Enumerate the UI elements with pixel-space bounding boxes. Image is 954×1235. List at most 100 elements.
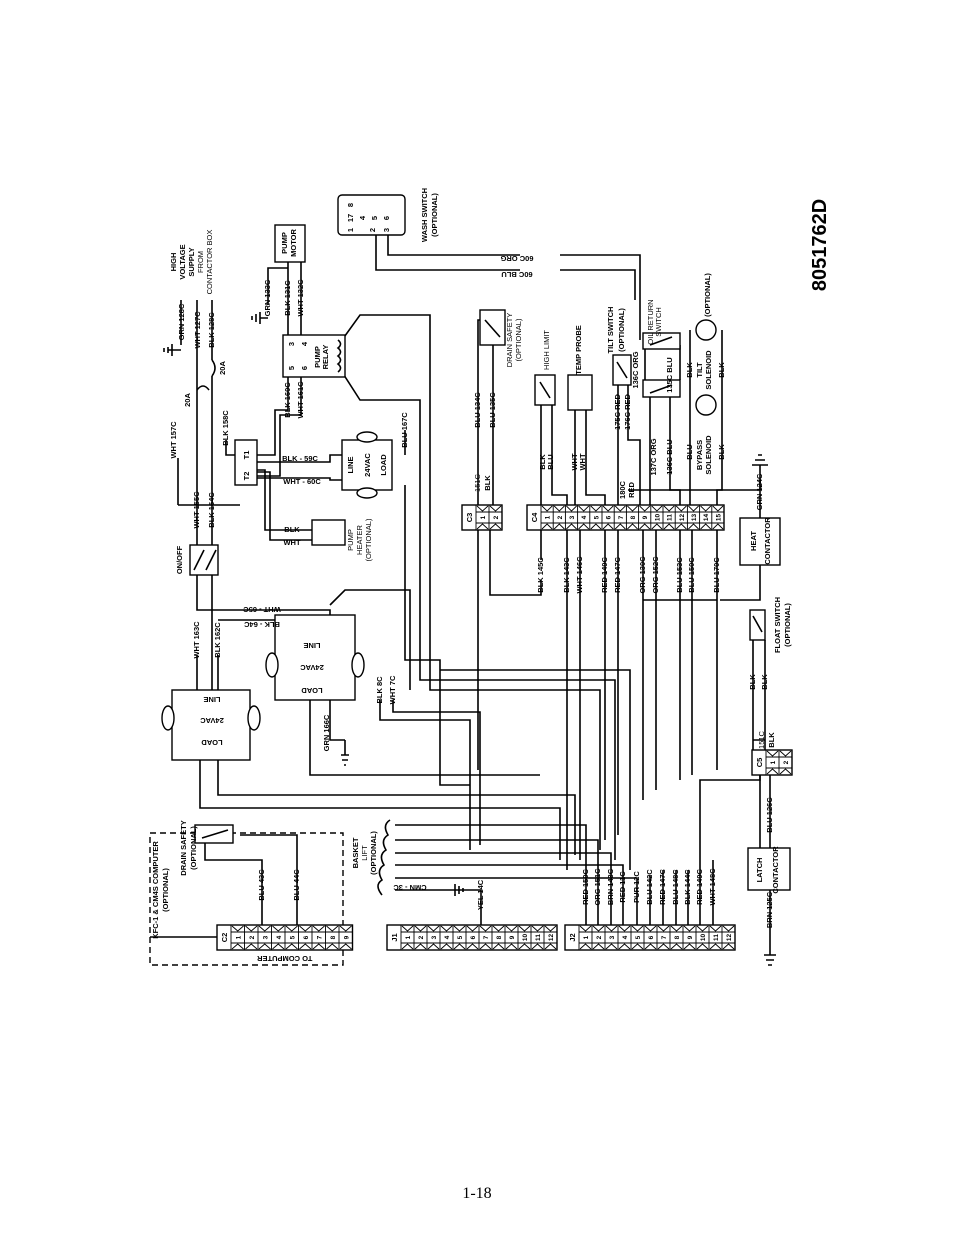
connector-pin: [311, 925, 326, 950]
wire-label-ts2: (OPTIONAL): [617, 308, 626, 352]
pin-number: 5: [593, 515, 600, 519]
wire-label-j2-8: BLU 148C: [671, 869, 680, 905]
connector-pin: [491, 925, 505, 950]
wire-label-tr2-line: LINE: [303, 641, 320, 650]
wire-label-hl-blk: BLK: [538, 454, 547, 470]
wire-label-ds2: (OPTIONAL): [514, 318, 523, 361]
wire-label-tr3-line: LINE: [346, 456, 355, 473]
wire-label-brn125: BRN 125C: [765, 891, 774, 928]
wire-label-c4-org130: ORG 130C: [638, 556, 647, 594]
wire-label-ors2: SWITCH: [654, 307, 663, 337]
pin-number: 6: [303, 935, 310, 939]
wire-label-t2: T2: [242, 472, 251, 481]
connector-pin: [711, 505, 724, 530]
wire-label-j2-6: BLU 142C: [645, 869, 654, 905]
connector-body: [461, 504, 503, 531]
wire-label-ph2: HEATER: [355, 524, 364, 554]
wire-label-pr2: RELAY: [321, 345, 330, 370]
components: [149, 194, 791, 966]
pin-number: 6: [606, 515, 613, 519]
connector-pin: [564, 505, 578, 530]
drawing-number: 8051762D: [809, 199, 831, 291]
wire-label-onoff: ON/OFF: [175, 545, 184, 574]
connector-pin: [257, 925, 272, 950]
wash-switch-pin: 8: [346, 203, 355, 207]
wire-label-cds1: DRAIN SAFETY: [179, 820, 188, 875]
pin-number: 3: [609, 935, 616, 939]
pin-number: 10: [522, 934, 529, 942]
connector-pin: [662, 505, 676, 530]
wire-label-c4-red149: RED 149C: [600, 556, 609, 592]
pin-number: 12: [726, 934, 733, 942]
wire-label-blu44: BLU 44C: [292, 869, 301, 901]
dashed-computer-box: [149, 832, 344, 966]
wire-label-fuse20a-1: 20A: [183, 393, 192, 407]
pin-number: 10: [654, 514, 661, 522]
connector-pin: [426, 925, 440, 950]
wire-label-ph-wht: WHT: [283, 538, 300, 547]
wire-label-tr1-line: LINE: [203, 695, 220, 704]
wire-label-j2-10: RED 149C: [695, 868, 704, 904]
wire-label-bp1: BYPASS: [695, 440, 704, 470]
wire-label-ph-blk: BLK: [284, 525, 300, 534]
pin-number: 1: [235, 935, 242, 939]
wire-label-j2-5: PUR 12C: [632, 871, 641, 903]
connector-pin: [465, 925, 479, 950]
basket-lift-brace: [377, 819, 391, 896]
wire-label-ws1: WASH SWITCH: [420, 188, 429, 242]
wire-label-c4-org152: ORG 152C: [651, 556, 660, 594]
wire-label-blu135b: 135C BLU: [665, 357, 674, 392]
wire-label-blk131: BLK 131C: [283, 280, 292, 316]
connector-pin: [708, 925, 722, 950]
connector-pin: [721, 925, 735, 950]
wire-label-tr1-load: LOAD: [201, 738, 223, 747]
pin-number: 9: [687, 935, 694, 939]
latch-contactor: [747, 847, 791, 891]
connector-pin: [613, 505, 627, 530]
pin-number: 14: [703, 514, 710, 522]
wire-label-tsol-blk1: BLK: [685, 362, 694, 378]
connector-name: C2: [220, 933, 229, 943]
connector-pin: [778, 750, 792, 775]
wire-label-blk64: BLK - 64C: [244, 620, 280, 629]
connector-body: [751, 749, 793, 776]
pin-number: 2: [249, 935, 256, 939]
connector-pin: [325, 925, 339, 950]
connector-pin: [540, 505, 554, 530]
pin-number: 12: [679, 514, 686, 522]
wire-label-hv2: VOLTAGE: [178, 244, 187, 279]
wash-switch-pin: 5: [370, 216, 379, 220]
wire-label-c4-blk145: BLK 145C: [536, 557, 545, 593]
pin-number: 2: [557, 515, 564, 519]
wire-label-tsol-opt: (OPTIONAL): [703, 273, 712, 317]
pin-number: 3: [431, 935, 438, 939]
wash-switch-pin: 17: [346, 214, 355, 222]
wire-label-c4-blu153: BLU 153C: [675, 557, 684, 593]
pin-number: 4: [581, 515, 588, 519]
pin-number: 7: [661, 935, 668, 939]
connector-pin: [630, 925, 644, 950]
wire-label-pin3: 3: [287, 342, 296, 346]
wire-label-blu126: BLU 126C: [765, 797, 774, 833]
wire-label-pm2: MOTOR: [289, 229, 298, 257]
wash-switch-pin: 4: [358, 215, 367, 220]
wire-label-cmp1: KFC-1 & CM4S COMPUTER: [151, 841, 160, 939]
wire-label-tr2-load: LOAD: [301, 686, 323, 695]
wire-label-cmn3: CMN - 3C: [393, 883, 427, 892]
wire-label-ds1: DRAIN SAFETY: [505, 313, 514, 368]
wire-label-pin6: 6: [300, 366, 309, 370]
pin-number: 7: [618, 515, 625, 519]
connector-pin: [543, 925, 557, 950]
wire-label-j2-1: RED 150C: [581, 868, 590, 904]
connector-pin: [504, 925, 518, 950]
wire-label-grn124: GRN 124C: [755, 473, 764, 510]
pin-number: 5: [289, 935, 296, 939]
connector-pin: [475, 505, 489, 530]
wire-label-wht127: WHT 127C: [193, 311, 202, 349]
connector-name: C3: [465, 513, 474, 523]
wire-label-j2-4: RED 11C: [618, 871, 627, 903]
wires: [150, 232, 776, 966]
wire-label-wht161: WHT 161C: [296, 381, 305, 419]
wire-label-wht65: WHT - 65C: [243, 605, 281, 614]
